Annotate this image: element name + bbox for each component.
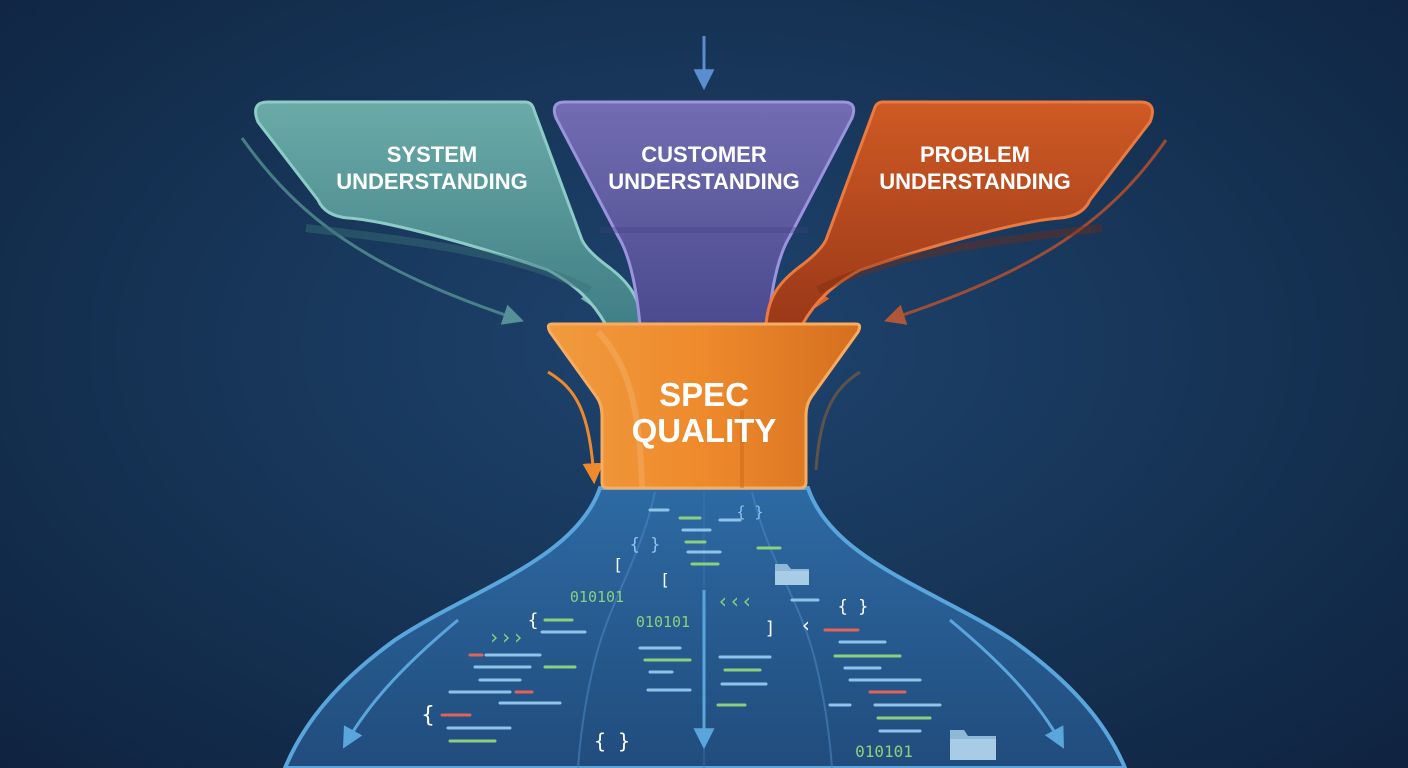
binary-token-left: 010101 (570, 588, 624, 606)
input-label-system-line1: SYSTEM (387, 142, 477, 167)
output-label-line2: QUALITY (632, 412, 777, 449)
open-brace-token-1: { (528, 610, 539, 631)
braces-token-1: { } (736, 503, 763, 521)
braces-token-3: { } (838, 597, 869, 617)
chevrons-left-token: ‹‹‹ (717, 589, 753, 613)
binary-token-center: 010101 (636, 613, 690, 631)
open-brace-token-2: { (421, 703, 434, 728)
folder-icon (775, 564, 809, 585)
spec-quality-funnel (546, 322, 862, 490)
open-bracket-token-1: [ (613, 555, 623, 574)
input-funnel-system (254, 100, 644, 327)
input-label-customer-line1: CUSTOMER (641, 142, 767, 167)
stream-lane-right (751, 491, 833, 768)
output-label-line1: SPEC (659, 376, 749, 413)
binary-token-right: 010101 (855, 742, 913, 761)
input-label-problem-line2: UNDERSTANDING (879, 169, 1070, 194)
input-label-customer-line2: UNDERSTANDING (608, 169, 799, 194)
code-dashes (440, 508, 942, 743)
close-bracket-token: ] (765, 618, 776, 639)
angle-left-token: ‹ (800, 613, 812, 637)
folder-icon (950, 730, 996, 760)
input-funnel-problem (764, 100, 1154, 327)
input-label-problem-line1: PROBLEM (920, 142, 1030, 167)
stream-lane-left (577, 491, 656, 768)
open-bracket-token-2: [ (660, 570, 670, 589)
output-arrow-right (949, 618, 1064, 749)
chevrons-right-token: ››› (488, 625, 524, 649)
braces-token-2: { } (630, 535, 661, 555)
code-stream: 010101 010101 010101 { } { } { } { } { {… (282, 486, 1128, 768)
input-label-system-line2: UNDERSTANDING (336, 169, 527, 194)
output-arrow-left (342, 618, 459, 749)
braces-token-4: { } (594, 729, 630, 753)
